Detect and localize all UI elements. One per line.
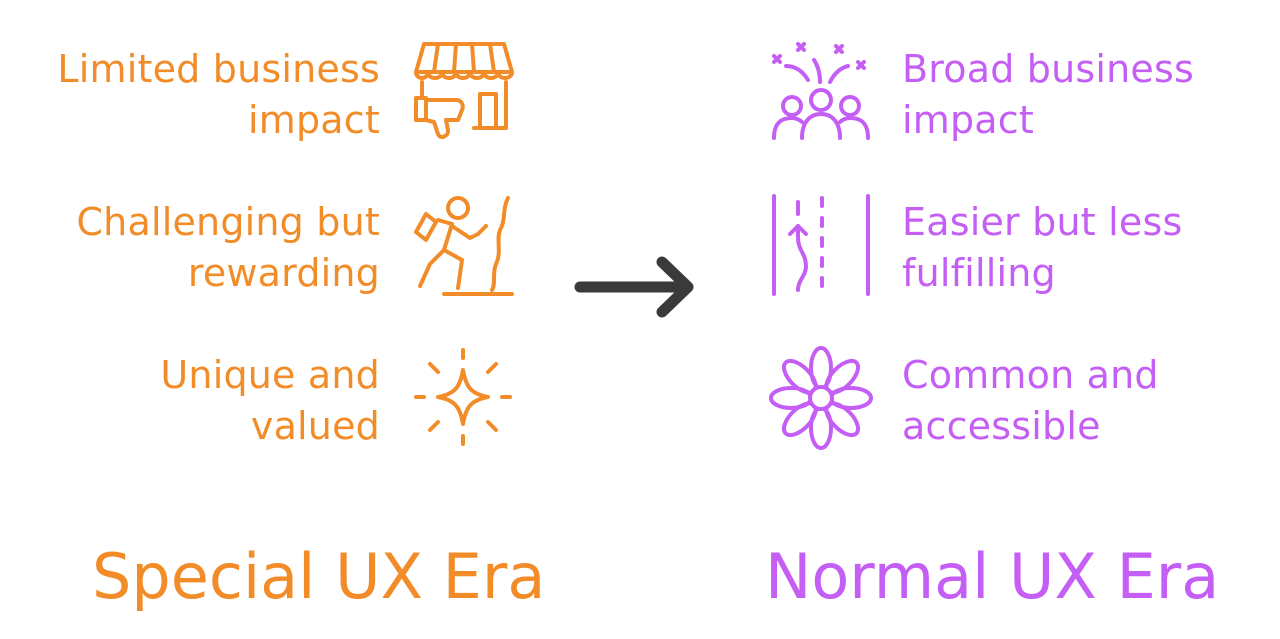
normal-ux-era-title: Normal UX Era (765, 540, 1220, 613)
left-item-2-text: Challenging but rewarding (76, 197, 380, 299)
left-item-1-line2: impact (248, 98, 380, 142)
right-item-1-line1: Broad business (902, 47, 1195, 91)
right-item-3-text: Common and accessible (902, 350, 1159, 452)
sparkle-icon (414, 348, 512, 446)
storefront-thumbs-down-icon (414, 42, 514, 139)
left-item-3-line1: Unique and (160, 353, 380, 397)
left-item-2-line2: rewarding (187, 251, 380, 295)
right-item-3-line1: Common and (902, 353, 1159, 397)
special-ux-era-title: Special UX Era (92, 540, 546, 613)
right-item-3-line2: accessible (902, 404, 1101, 448)
right-item-2-line1: Easier but less (902, 200, 1183, 244)
left-item-2-line1: Challenging but (76, 200, 380, 244)
right-item-2-text: Easier but less fulfilling (902, 197, 1182, 299)
left-item-1-text: Limited business impact (57, 44, 380, 146)
left-item-3-line2: valued (250, 404, 380, 448)
celebrating-people-icon (772, 42, 870, 140)
road-lanes-icon (772, 194, 870, 296)
left-item-1-line1: Limited business (57, 47, 380, 91)
left-item-3-text: Unique and valued (160, 350, 380, 452)
right-item-1-line2: impact (902, 98, 1034, 142)
daisy-flower-icon (769, 346, 873, 450)
right-arrow-icon (574, 256, 694, 318)
right-item-1-text: Broad business impact (902, 44, 1194, 146)
hiker-climbing-icon (414, 196, 514, 296)
right-item-2-line2: fulfilling (902, 251, 1056, 295)
